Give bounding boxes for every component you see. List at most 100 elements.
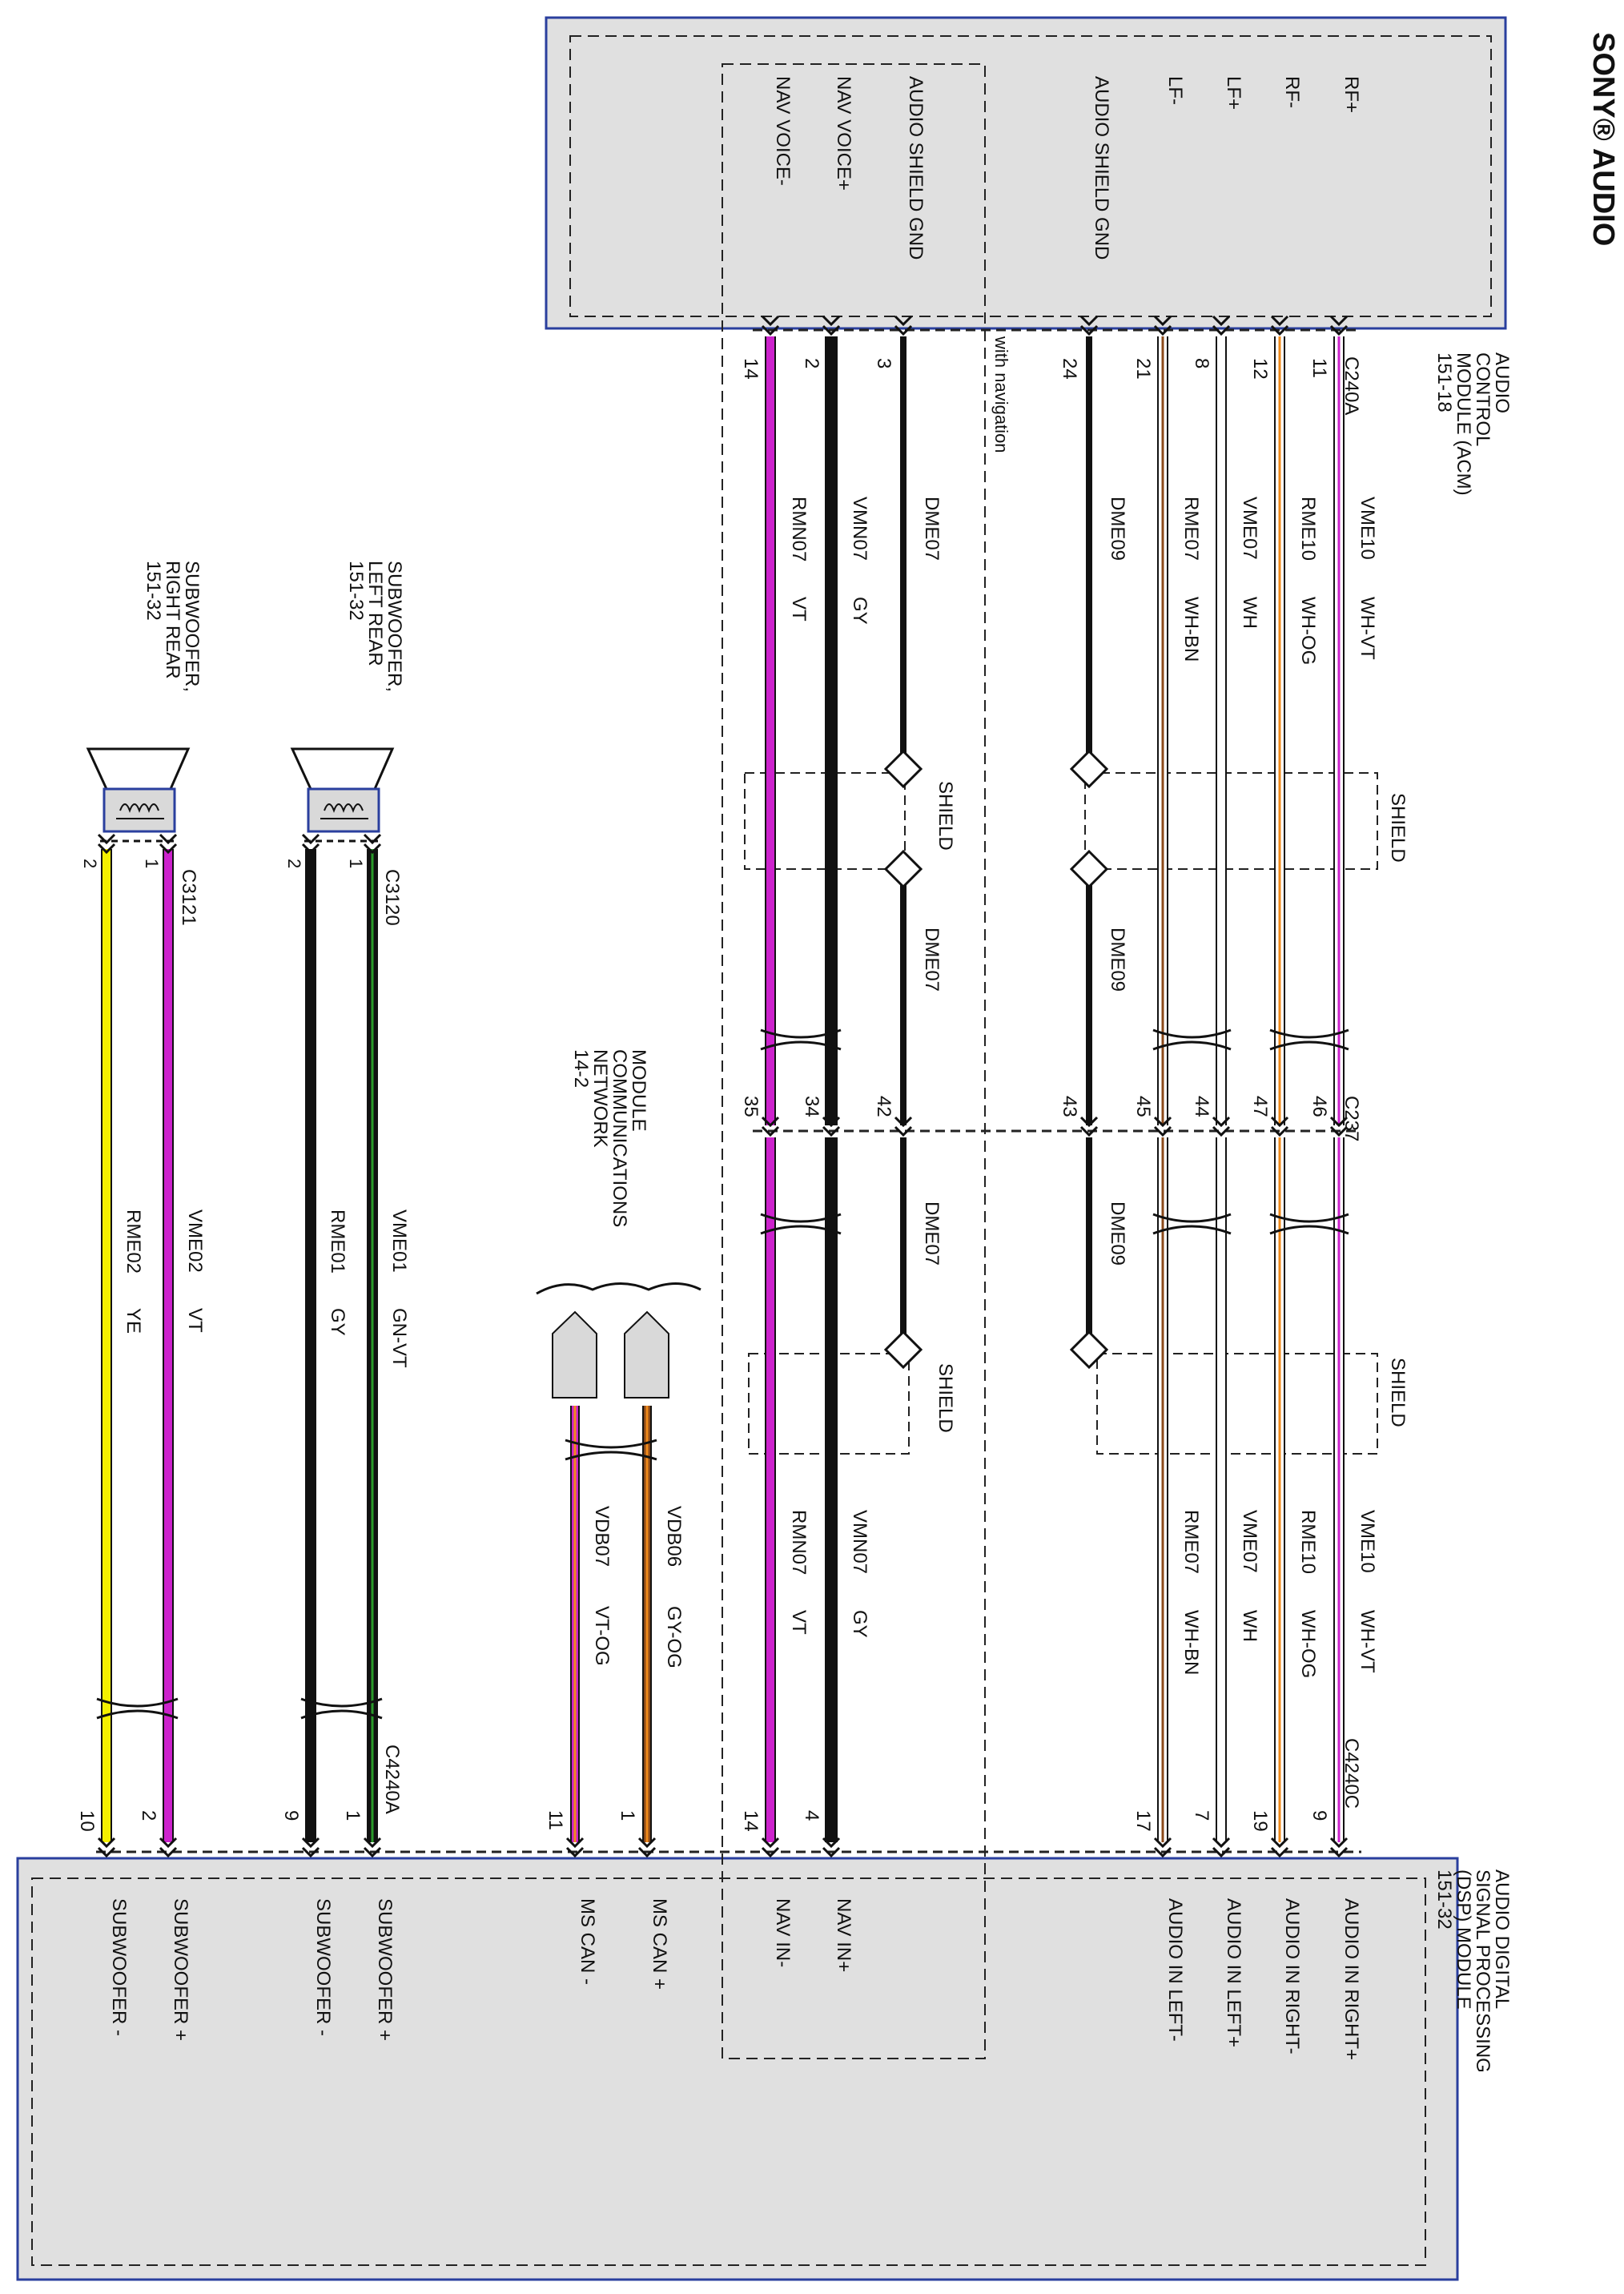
c237-pin-8: 35 [740,1096,762,1117]
dsp-pin-5: 4 [801,1810,822,1821]
upper-color-7: GY [849,597,870,625]
subwoofer-right-speaker-icon [86,747,191,833]
acm-signal-8: NAV VOICE- [772,76,794,186]
can-plus-circuit: VDB06 [663,1506,685,1567]
mcn-label: MODULE COMMUNICATIONS NETWORK 14-2 [570,1049,649,1227]
twist-sub-left-2 [300,1709,383,1720]
acm-name: AUDIO CONTROL MODULE (ACM) 151-18 [1433,352,1513,496]
subwoofer-right-label: SUBWOOFER, RIGHT REAR 151-32 [143,561,203,692]
acm-pin-arrow-5 [1079,315,1099,327]
acm-signal-2: RF- [1281,76,1303,108]
sub-circuit-3: VME02 [184,1209,206,1273]
twist-left-lower [1152,1213,1232,1223]
lower-circuit-7: VMN07 [849,1510,870,1574]
sub-right-pin-1: 1 [142,859,162,868]
navigation-option-box [722,63,986,2059]
acm-pin-arrow-4-2 [1153,324,1172,336]
c4240a-label: C4240A [381,1745,403,1814]
acm-name-line-3: MODULE (ACM) [1453,352,1474,496]
shield-label-3: SHIELD [1387,1358,1409,1427]
speaker-pin-arrow-4 [97,833,116,845]
speaker-pin-arrow-3 [159,833,178,845]
acm-pin-arrow-3-2 [1212,324,1231,336]
shield-diamond-2 [1069,849,1109,889]
c237-pin-4: 45 [1132,1096,1154,1117]
upper-color-1: WH-VT [1357,597,1378,660]
c237-pin-arrow-8-2 [761,1125,780,1137]
sub-color-1: GN-VT [388,1308,410,1368]
dsp-pin-arrow-3-2 [1212,1846,1231,1858]
upper-circuit-5: DME09 [1107,497,1128,561]
sub-left-line-3: 151-32 [345,561,367,621]
c237-pin-arrow-3-2 [1212,1125,1231,1137]
dsp-sub-arrow-4 [97,1837,116,1849]
dsp-name: AUDIO DIGITAL SIGNAL PROCESSING (DSP) MO… [1433,1869,1513,2073]
twist-right-lower [1269,1213,1349,1223]
twist-can [565,1439,657,1449]
mcn-line-4: 14-2 [570,1049,592,1088]
shield-label-4: SHIELD [935,1363,956,1433]
dsp-pin-arrow-3 [1212,1837,1231,1849]
c237-pin-arrow-5-2 [1079,1125,1099,1137]
acm-signal-4: LF- [1164,76,1186,105]
dsp-pin-arrow-2-2 [1270,1846,1289,1858]
dsp-pin-3: 7 [1191,1810,1212,1821]
can-minus-circuit: VDB07 [591,1506,613,1567]
mcn-line-3: NETWORK [589,1049,611,1148]
lower-circuit-8: RMN07 [788,1510,810,1575]
dsp-name-line-2: SIGNAL PROCESSING [1472,1869,1493,2073]
dsp-signal-6: NAV IN- [772,1898,794,1967]
acm-name-line-4: 151-18 [1433,352,1455,413]
c237-pin-arrow-7-2 [822,1125,841,1137]
dsp-signal-11: SUBWOOFER + [170,1898,191,2041]
dsp-sub-arrow-1 [363,1837,382,1849]
ms-can-plug-icon [536,1282,701,1399]
dsp-pin-arrow-8-2 [761,1846,780,1858]
c237-pin-arrow-6 [894,1116,913,1128]
dsp-can-plus-arrow [637,1837,657,1849]
page-title: SONY® AUDIO [1586,32,1620,246]
upper-circuit-6: DME07 [921,497,943,561]
subwoofer-left-speaker-icon [290,747,395,833]
twist-sub-right-2 [96,1709,179,1720]
upper-circuit-8: RMN07 [788,497,810,561]
with-navigation-label: with navigation [991,336,1011,453]
dsp-sub-arrow-1-2 [363,1846,382,1858]
acm-pin-arrow-4 [1153,315,1172,327]
acm-pin-arrow-7 [822,315,841,327]
twist-right-upper [1269,1028,1349,1039]
dsp-sub-arrow-2 [301,1837,320,1849]
acm-pin-6: 3 [873,358,894,368]
twist-nav-lower-2 [760,1225,842,1235]
dsp-signal-10: SUBWOOFER - [312,1898,334,2036]
acm-name-line-1: AUDIO [1491,352,1513,413]
shield-diamond-6 [883,1330,923,1370]
dsp-can-minus-arrow [565,1837,585,1849]
dsp-pin-arrow-4-2 [1153,1846,1172,1858]
acm-signal-7: NAV VOICE+ [833,76,854,191]
sub-circuit-1: VME01 [388,1209,410,1273]
lower-color-8: VT [788,1610,810,1635]
dsp-signal-5: NAV IN+ [833,1898,854,1972]
upper-circuit-2: RME10 [1297,497,1319,561]
dsp-pin-arrow-2 [1270,1837,1289,1849]
lower-circuit-6: DME07 [921,1201,943,1266]
c237-pin-arrow-8 [761,1116,780,1128]
c237-pin-7: 34 [801,1096,822,1117]
sub-right-pin-2: 2 [80,859,100,868]
sub-color-2: GY [327,1308,348,1336]
speaker-pin-arrow-2-2 [301,843,320,855]
dsp-can-plus-arrow-2 [637,1846,657,1858]
c237-pin-1: 46 [1308,1096,1330,1117]
sub-circuit-4: RME02 [123,1209,144,1274]
can-minus-color: VT-OG [591,1606,613,1666]
dsp-sub-arrow-3-2 [159,1846,178,1858]
mcn-line-2: COMMUNICATIONS [609,1049,630,1227]
upper-circuit-3: VME07 [1239,497,1260,560]
subwoofer-left-label: SUBWOOFER, LEFT REAR 151-32 [345,561,405,692]
sub-color-3: VT [184,1308,206,1333]
acm-name-line-2: CONTROL [1472,352,1493,446]
twist-can-2 [565,1451,657,1461]
dsp-signal-9: SUBWOOFER + [374,1898,396,2041]
